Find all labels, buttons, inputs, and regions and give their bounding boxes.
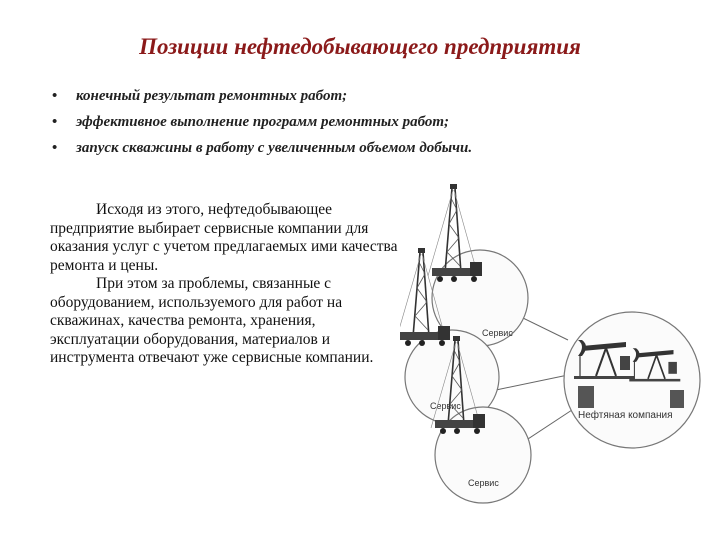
page-title: Позиции нефтедобывающего предприятия [139,34,581,59]
oil-company-node: Нефтяная компания [563,311,701,449]
service-node: Сервис [427,183,529,347]
body-text: Исходя из этого, нефтедобывающее предпри… [50,201,402,368]
service-label: Сервис [430,401,461,411]
service-diagram: Сервис Сервис Сервис Нефтяная компания [400,183,701,504]
bullet-item: • эффективное выполнение программ ремонтн… [52,109,472,135]
bullet-icon: • [52,88,58,104]
bullet-icon: • [52,140,58,156]
bullet-text: запуск скважины в работу с увеличенным о… [76,140,473,156]
paragraph: При этом за проблемы, связанные с оборуд… [50,275,374,366]
bullet-item: • конечный результат ремонтных работ; [52,83,472,109]
paragraph: Исходя из этого, нефтедобывающее предпри… [50,201,398,274]
bullet-text: эффективное выполнение программ ремонтны… [76,114,450,130]
service-label: Сервис [482,328,513,338]
service-label: Сервис [468,478,499,488]
bullet-text: конечный результат ремонтных работ; [76,88,348,104]
connector-line [495,374,569,391]
bullet-item: • запуск скважины в работу с увеличенным … [52,135,472,161]
bullet-icon: • [52,114,58,130]
service-node: Сервис [430,335,532,504]
bullet-list: • конечный результат ремонтных работ; • эф… [52,83,472,161]
company-label: Нефтяная компания [578,409,673,421]
